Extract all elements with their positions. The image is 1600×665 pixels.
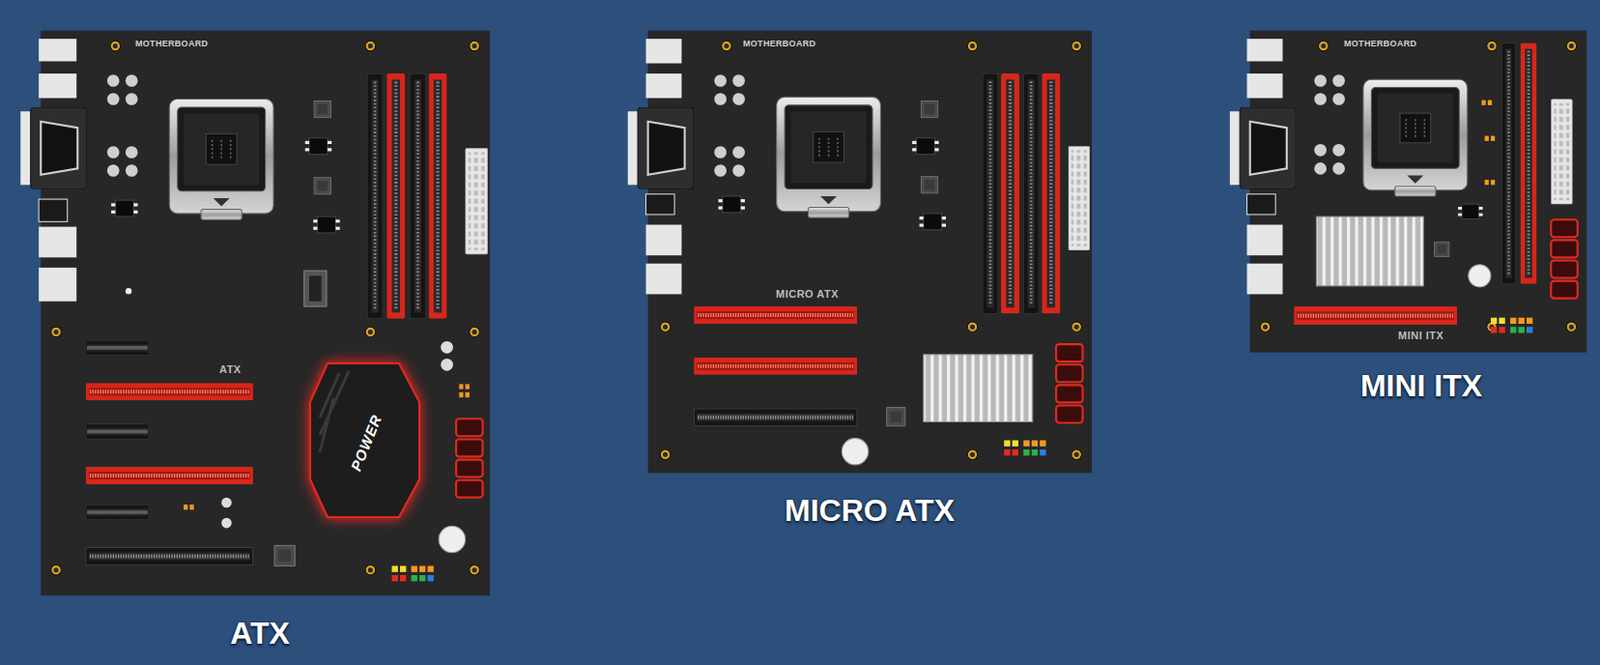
mini-itx-board [1229,30,1588,353]
board-label: MINI ITX [1398,329,1444,343]
form-factor-caption: MICRO ATX [784,492,955,529]
brand-label: MOTHERBOARD [135,38,208,49]
power-heatsink: POWER [306,359,424,521]
brand-label: MOTHERBOARD [742,38,816,49]
atx-board [20,30,490,596]
mini-itx-board: MOTHERBOARDMINI ITXMINI ITX [1250,30,1587,353]
micro-atx-board [628,30,1093,474]
micro-atx-board: MOTHERBOARDMICRO ATXMICRO ATX [648,30,1092,473]
atx-board: MOTHERBOARDATXATXPOWER [40,30,490,596]
brand-label: MOTHERBOARD [1343,38,1417,49]
board-label: MICRO ATX [775,287,839,301]
board-label: ATX [219,363,242,376]
form-factor-caption: ATX [229,615,290,652]
form-factor-caption: MINI ITX [1360,368,1483,404]
